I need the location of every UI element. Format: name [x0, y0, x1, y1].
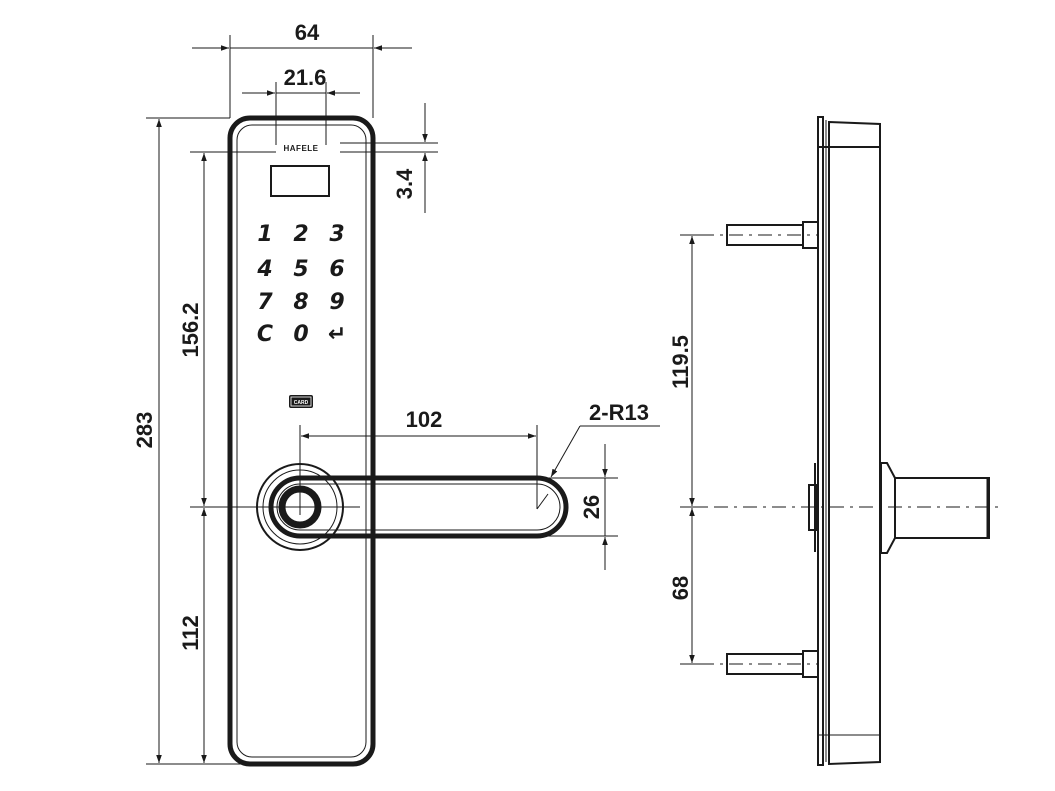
dim-lower-screw-spacing: 68: [668, 508, 705, 665]
dim-sensor-width: 21.6: [242, 65, 360, 145]
dim-upper-height: 156.2: [178, 151, 276, 506]
svg-text:119.5: 119.5: [668, 335, 693, 389]
card-reader-icon: CARD: [289, 395, 313, 408]
dim-handle-length: 102: [301, 407, 536, 439]
svg-text:2-R13: 2-R13: [589, 400, 649, 425]
lower-mounting-screw: [700, 650, 819, 678]
side-view: [685, 116, 998, 766]
front-view: HAFELE 1 2 3 4 5 6 7 8 9 C 0 ↵ CARD: [227, 115, 569, 767]
radius-center-mark: [536, 493, 549, 510]
key-0: 0: [293, 322, 308, 347]
svg-text:112: 112: [178, 615, 203, 651]
dim-overall-width: 64: [192, 20, 412, 118]
key-1: 1: [257, 222, 272, 247]
key-5: 5: [293, 257, 308, 282]
svg-text:68: 68: [668, 576, 693, 600]
key-6: 6: [329, 257, 344, 282]
key-2: 2: [293, 222, 308, 247]
key-enter: ↵: [328, 322, 346, 347]
handle-lever-inner: [276, 483, 561, 531]
upper-mounting-screw: [700, 221, 819, 249]
dim-handle-radius: 2-R13: [550, 400, 660, 478]
front-plate-inner: [236, 124, 367, 758]
keypad: 1 2 3 4 5 6 7 8 9 C 0 ↵: [256, 222, 346, 347]
handle-lever: [268, 475, 569, 539]
front-plate-outline: [227, 115, 376, 767]
key-4: 4: [256, 257, 272, 282]
svg-text:64: 64: [295, 20, 320, 45]
key-clear: C: [257, 322, 273, 347]
key-7: 7: [257, 290, 273, 315]
key-3: 3: [329, 222, 344, 247]
svg-text:21.6: 21.6: [284, 65, 327, 90]
key-9: 9: [329, 290, 344, 315]
dim-handle-height: 26: [540, 444, 618, 570]
brand-logo: HAFELE: [284, 144, 319, 153]
dim-lower-height: 112: [178, 508, 207, 763]
svg-text:26: 26: [579, 495, 604, 519]
handle-side-profile: [880, 462, 990, 554]
side-body: [828, 120, 881, 766]
dim-overall-height: 283: [132, 117, 300, 765]
key-8: 8: [293, 290, 308, 315]
svg-text:CARD: CARD: [294, 400, 309, 406]
svg-text:3.4: 3.4: [392, 168, 417, 199]
svg-text:156.2: 156.2: [178, 302, 203, 357]
dim-upper-screw-spacing: 119.5: [668, 234, 705, 508]
sensor-window: [270, 165, 330, 197]
side-plate-back: [817, 116, 824, 766]
svg-text:283: 283: [132, 412, 157, 449]
svg-text:102: 102: [406, 407, 443, 432]
dim-brand-offset: 3.4: [340, 103, 438, 213]
